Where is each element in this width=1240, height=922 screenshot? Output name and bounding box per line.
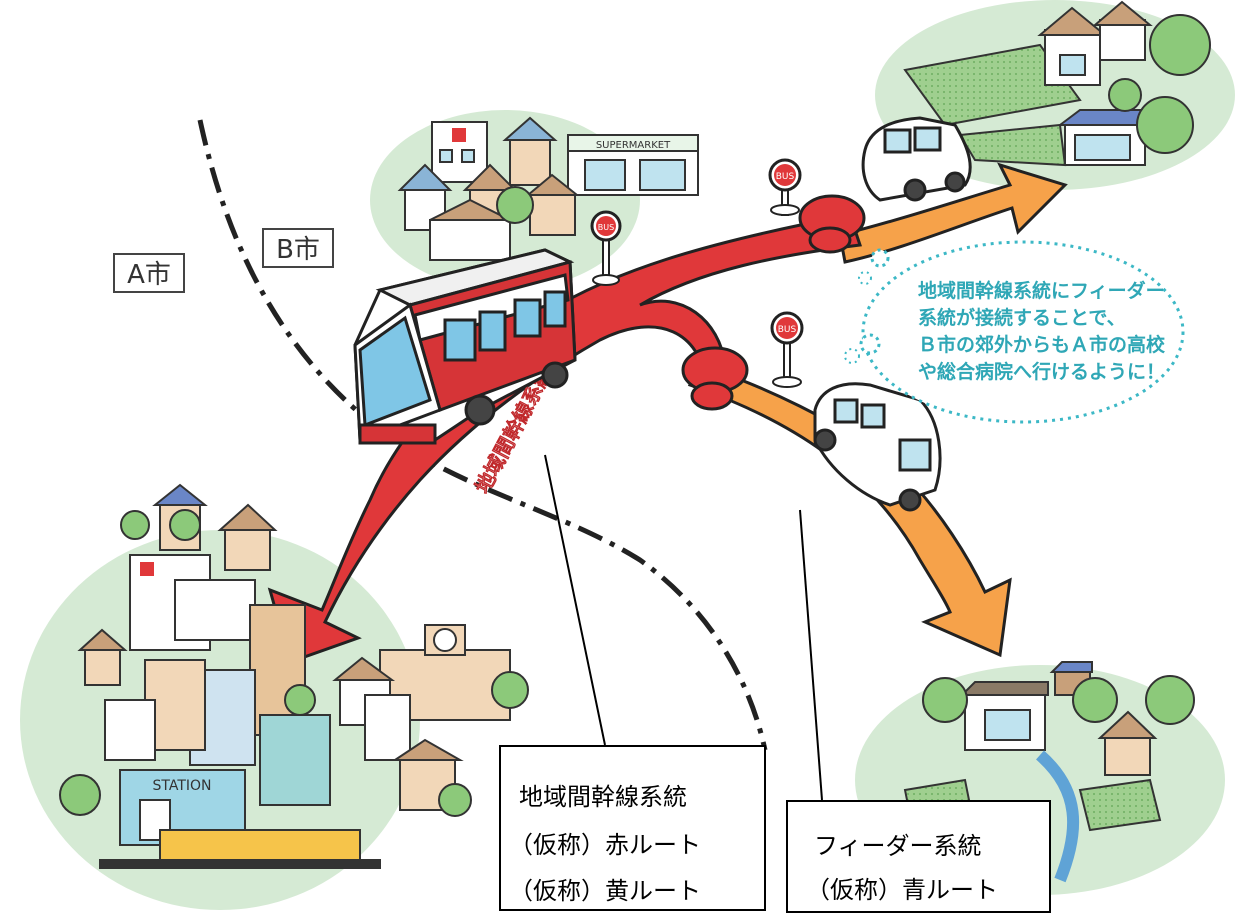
trunk-box-route-yellow: （仮称）黄ルート <box>509 877 701 905</box>
svg-text:BUS: BUS <box>598 223 614 232</box>
bubble-line: 系統が接続することで、 <box>918 306 1126 329</box>
b-city-buildings: SUPERMARKET <box>397 116 699 261</box>
feeder-box-title: フィーダー系統 <box>814 832 982 860</box>
feeder-route-label-box: フィーダー系統 （仮称）青ルート <box>786 800 1051 913</box>
feeder-box-leader-line <box>799 509 823 801</box>
trunk-route-label-box: 地域間幹線系統 （仮称）赤ルート （仮称）黄ルート <box>499 745 766 911</box>
svg-text:BUS: BUS <box>776 172 795 182</box>
trunk-box-route-red: （仮称）赤ルート <box>509 831 701 859</box>
svg-text:BUS: BUS <box>778 325 797 335</box>
bubble-line: や総合病院へ行けるように！ <box>918 360 1165 383</box>
svg-text:B市: B市 <box>276 235 320 265</box>
city-b-tag: B市 <box>262 228 334 268</box>
bus-stop-sign: BUS <box>770 311 804 388</box>
bubble-line: Ｂ市の郊外からもＡ市の高校 <box>918 333 1166 356</box>
trunk-box-leader-line <box>544 454 606 746</box>
feeder-van-top <box>861 116 972 202</box>
feeder-van-bottom <box>813 382 942 512</box>
speech-bubble: 地域間幹線系統にフィーダー 系統が接続することで、 Ｂ市の郊外からもＡ市の高校 … <box>844 240 1185 424</box>
a-city-buildings: STATION <box>59 483 529 869</box>
handshake-top <box>798 194 866 254</box>
bubble-line: 地域間幹線系統にフィーダー <box>918 279 1165 302</box>
suburb-houses-top-right <box>903 0 1211 167</box>
handshake-bottom <box>681 346 749 411</box>
bus-stop-sign: BUS <box>590 210 622 286</box>
feeder-box-route-blue: （仮称）青ルート <box>806 876 998 904</box>
bus-stop-sign: BUS <box>768 158 802 216</box>
feeder-arrow-top <box>838 162 1068 264</box>
svg-text:SUPERMARKET: SUPERMARKET <box>596 140 671 151</box>
city-a-tag: A市 <box>113 253 185 293</box>
trunk-box-title: 地域間幹線系統 <box>519 783 687 811</box>
svg-text:A市: A市 <box>127 260 171 290</box>
svg-text:STATION: STATION <box>152 778 211 794</box>
trunk-bus <box>353 248 577 445</box>
